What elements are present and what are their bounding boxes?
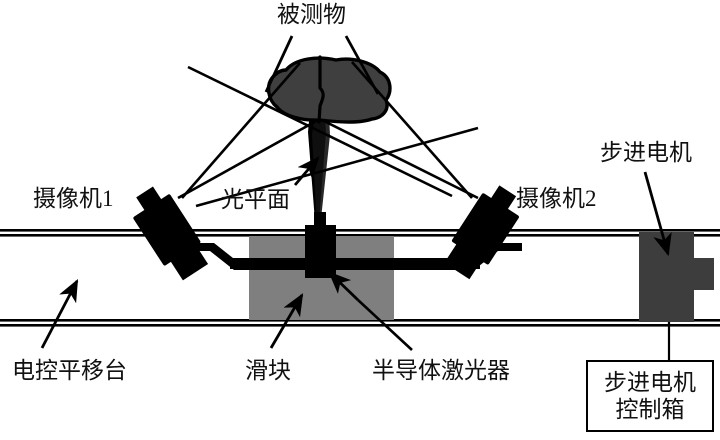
control-box-line-1: 步进电机	[604, 369, 696, 395]
camera-mount-bar	[186, 243, 522, 270]
label-measured-object: 被测物	[277, 2, 346, 27]
label-slider: 滑块	[245, 358, 291, 383]
laser-label-leader	[357, 299, 413, 351]
measured-object-blob	[266, 55, 392, 124]
stepper-motor-block	[639, 232, 714, 322]
label-camera-2: 摄像机2	[516, 186, 597, 211]
label-stepper-motor: 步进电机	[600, 140, 692, 165]
label-laser: 半导体激光器	[372, 358, 510, 383]
label-camera-1: 摄像机1	[33, 186, 114, 211]
object-leader-lines	[264, 35, 380, 95]
camera-2-body	[444, 185, 519, 280]
label-translation-stage: 电控平移台	[12, 358, 127, 383]
laser-emitter-block	[305, 212, 336, 278]
stepper-motor-control-box: 步进电机 控制箱	[586, 360, 714, 432]
translation-stage-rails	[0, 229, 720, 327]
control-box-line-2: 控制箱	[615, 397, 685, 422]
camera-1-body	[133, 186, 209, 281]
annotation-arrows	[40, 156, 672, 349]
camera-sight-lines	[177, 61, 479, 208]
label-light-plane: 光平面	[221, 187, 290, 212]
